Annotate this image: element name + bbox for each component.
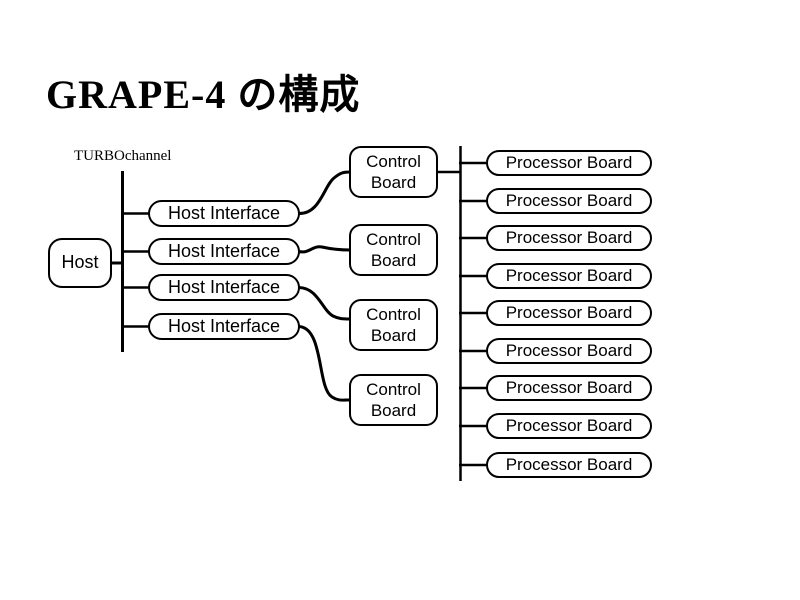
slide-title: GRAPE-4 の構成: [46, 72, 361, 117]
processor-board-box-8: Processor Board: [486, 413, 652, 439]
processor-board-box-3: Processor Board: [486, 225, 652, 251]
hi2-to-cb2-curve: [298, 245, 351, 254]
processor-board-box-2: Processor Board: [486, 188, 652, 214]
processor-board-box-6: Processor Board: [486, 338, 652, 364]
processor-board-box-1: Processor Board: [486, 150, 652, 176]
host-box: Host: [48, 238, 112, 288]
processor-board-box-7: Processor Board: [486, 375, 652, 401]
control-board-box-2: Control Board: [349, 224, 438, 276]
processor-board-box-4: Processor Board: [486, 263, 652, 289]
host-interface-box-1: Host Interface: [148, 200, 300, 227]
hi1-to-cb1-curve: [298, 170, 351, 216]
hi3-to-cb3-curve: [298, 286, 351, 321]
host-interface-box-4: Host Interface: [148, 313, 300, 340]
hi4-to-cb4-curve: [298, 325, 351, 402]
host-interface-box-2: Host Interface: [148, 238, 300, 265]
processor-board-box-5: Processor Board: [486, 300, 652, 326]
control-board-box-1: Control Board: [349, 146, 438, 198]
control-board-box-4: Control Board: [349, 374, 438, 426]
processor-board-box-9: Processor Board: [486, 452, 652, 478]
host-interface-box-3: Host Interface: [148, 274, 300, 301]
turbochannel-label: TURBOchannel: [74, 148, 172, 164]
control-board-box-3: Control Board: [349, 299, 438, 351]
